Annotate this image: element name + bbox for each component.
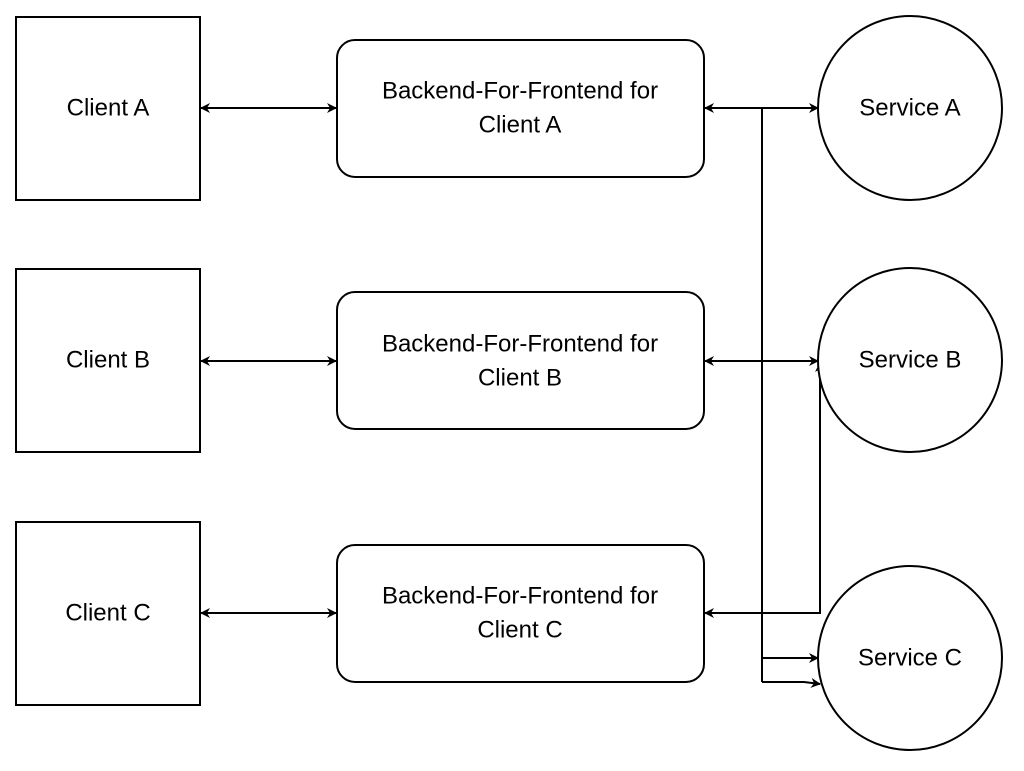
bff-b-label-line1: Backend-For-Frontend for xyxy=(382,331,658,358)
client-a-node: Client A xyxy=(15,16,201,201)
client-c-node: Client C xyxy=(15,521,201,706)
service-c-node: Service C xyxy=(817,565,1003,751)
service-b-label: Service B xyxy=(859,347,962,374)
client-b-label: Client B xyxy=(66,347,150,374)
service-a-label: Service A xyxy=(859,95,960,122)
bff-a-label-line1: Backend-For-Frontend for xyxy=(382,78,658,105)
bff-b-node: Backend-For-Frontend for Client B xyxy=(336,291,705,430)
bff-a-node: Backend-For-Frontend for Client A xyxy=(336,39,705,178)
client-bff-connectors xyxy=(200,103,337,618)
bff-service-connectors xyxy=(704,103,825,688)
bff-c-node: Backend-For-Frontend for Client C xyxy=(336,544,705,683)
service-c-label: Service C xyxy=(858,645,962,672)
client-c-label: Client C xyxy=(65,600,150,627)
connector-bff-b-service-c xyxy=(762,677,821,688)
bff-c-label-line1: Backend-For-Frontend for xyxy=(382,583,658,610)
bff-a-label-line2: Client A xyxy=(479,112,562,139)
connector-bff-c-service-b xyxy=(704,362,825,618)
client-b-node: Client B xyxy=(15,268,201,453)
service-b-node: Service B xyxy=(817,267,1003,453)
bff-b-label-line2: Client B xyxy=(478,365,562,392)
bff-c-label-line2: Client C xyxy=(477,617,562,644)
service-a-node: Service A xyxy=(817,15,1003,201)
client-a-label: Client A xyxy=(67,95,150,122)
